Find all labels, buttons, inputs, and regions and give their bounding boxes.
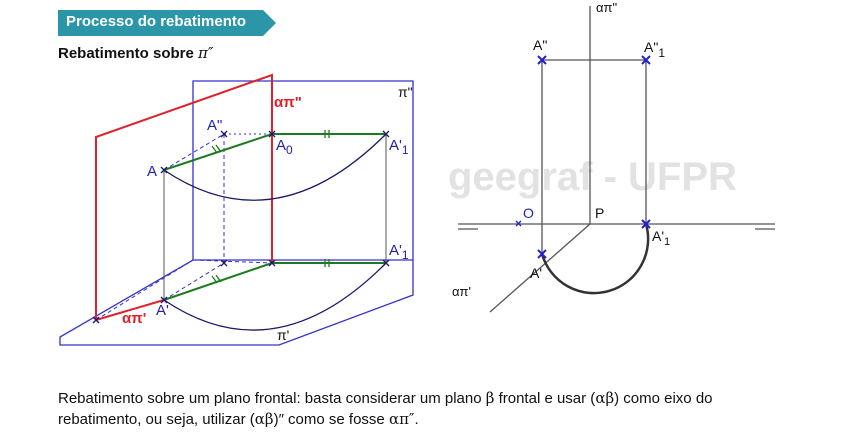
plane-alpha (95, 73, 273, 320)
projection-lines (95, 133, 273, 321)
caption-part: rebatimento, ou seja, utilizar ( (58, 411, 255, 428)
point-O-marker (515, 220, 522, 227)
badge-shape (58, 10, 276, 36)
caption-part: ) como eixo do (614, 390, 713, 407)
label-pi1: π' (277, 327, 289, 343)
arc-top (163, 133, 387, 201)
caption-symbol: αβ (254, 410, 274, 428)
label-alpha-pi2: απ" (274, 94, 302, 111)
caption-symbol: β (485, 389, 495, 407)
point-markers-3d (92, 130, 390, 324)
plane-pi1 (59, 259, 414, 346)
label-A: A (147, 163, 157, 180)
caption-part: . (414, 411, 419, 428)
label-alpha-pi2-2d: απ" (596, 0, 617, 15)
section-badge: Processo do rebatimento (58, 10, 276, 36)
diagram-3d: απ" π" A" A0 A'1 A A'1 A' απ' π' (59, 73, 414, 346)
label-A2-1-2d: A"1 (644, 39, 665, 60)
green-ticks (211, 130, 330, 284)
label-A1-1-2d: A'1 (652, 228, 670, 248)
green-lines (163, 133, 386, 301)
diagrams-canvas: geegraf - UFPR (59, 0, 775, 346)
label-alpha-pi1-2d: απ' (452, 284, 471, 299)
label-A2: A" (207, 117, 222, 134)
arc-bottom (163, 262, 387, 331)
caption-part: )″ como se fosse (273, 411, 389, 428)
subtitle-symbol: π″ (198, 44, 214, 62)
label-A2-2d: A" (533, 37, 547, 53)
trace-alpha-pi1 (95, 299, 165, 321)
trace-alpha-pi1 (489, 223, 591, 313)
caption-symbol: απ″ (388, 410, 415, 428)
section-title: Processo do rebatimento (66, 13, 247, 30)
caption-text: Rebatimento sobre um plano frontal: bast… (58, 388, 818, 430)
subtitle: Rebatimento sobre π″ (58, 44, 214, 62)
caption-symbol: αβ (595, 389, 615, 407)
label-A-prime: A' (156, 302, 169, 319)
subtitle-text: Rebatimento sobre (58, 45, 199, 62)
label-A1-top: A'1 (389, 137, 409, 157)
label-pi2: π" (398, 84, 413, 100)
dotted-lines (192, 120, 272, 258)
label-alpha-pi1: απ' (122, 310, 146, 327)
label-A1-bottom: A'1 (389, 242, 409, 262)
caption-part: frontal e usar ( (494, 390, 596, 407)
watermark-text: geegraf - UFPR (448, 155, 737, 199)
diagram-2d: απ" A" A"1 O P A'1 A' απ' (452, 0, 775, 313)
label-A0: A0 (276, 137, 293, 157)
caption-part: Rebatimento sobre um plano frontal: bast… (58, 390, 486, 407)
label-O: O (523, 205, 534, 221)
point-markers-2d (537, 55, 651, 259)
arc-rebatimento (540, 223, 650, 295)
label-P: P (595, 205, 604, 221)
label-A-prime-2d: A' (530, 265, 542, 281)
plane-pi2 (192, 80, 414, 260)
